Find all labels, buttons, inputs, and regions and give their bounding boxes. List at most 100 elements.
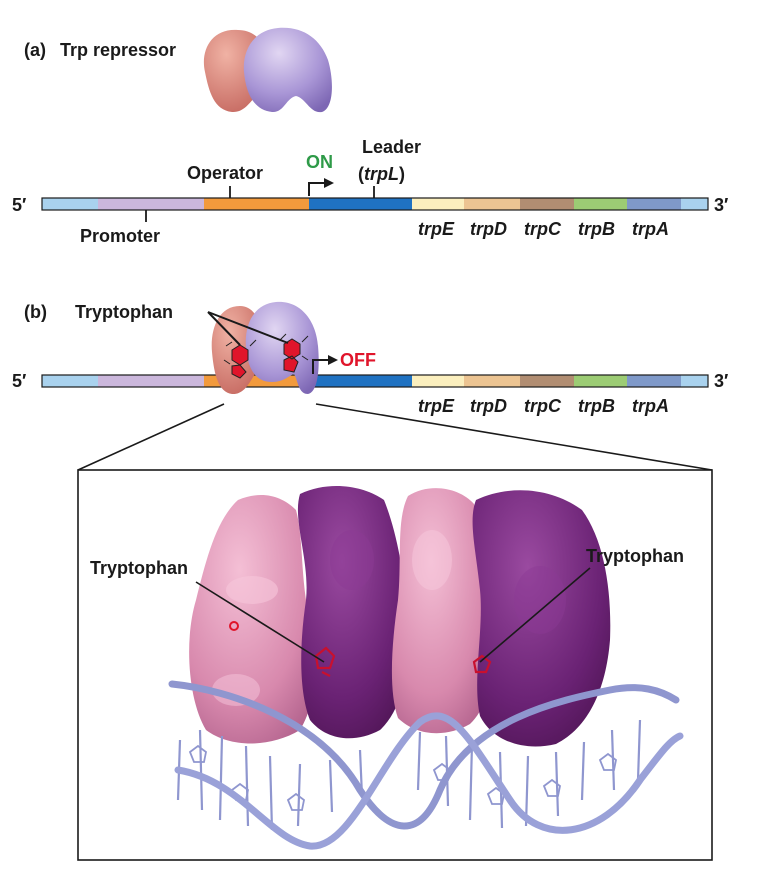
gene-label-trpD: trpD <box>470 219 507 239</box>
base-pair <box>268 755 274 831</box>
panel-a-letter: (a) <box>24 40 46 60</box>
base-pair <box>416 731 422 791</box>
tryptophan-pointer-1 <box>207 311 241 346</box>
gene-label-trpA: trpA <box>632 219 669 239</box>
gene-label-trpE-b: trpE <box>418 396 455 416</box>
bound-repressor-purple-lobe <box>245 301 319 394</box>
structure-tryptophan-label-right: Tryptophan <box>586 546 684 566</box>
segment-3-end <box>681 198 708 210</box>
tryptophan-label-b: Tryptophan <box>75 302 173 322</box>
segment-5-end-b <box>42 375 98 387</box>
structure-pointer-left <box>195 581 325 663</box>
leader-gene-name: trpL <box>364 164 399 184</box>
segment-trpB <box>574 198 627 210</box>
promoter-label: Promoter <box>80 226 160 246</box>
tryptophan-pointer-2 <box>207 311 289 344</box>
structure-panel: Tryptophan Tryptophan <box>77 469 713 861</box>
segment-trpA-b <box>627 375 681 387</box>
zoom-line-left <box>77 403 225 471</box>
base-pair <box>218 735 224 821</box>
dna-strand-back <box>168 680 680 830</box>
segment-leader-b <box>309 375 412 387</box>
gene-label-trpD-b: trpD <box>470 396 507 416</box>
protein-purple-domain-left <box>297 486 409 739</box>
gene-label-trpC: trpC <box>524 219 562 239</box>
dna-bar-a <box>41 197 709 211</box>
off-label: OFF <box>340 350 376 370</box>
tryptophan-left-icon <box>231 344 249 379</box>
bound-trp-repressor <box>211 301 319 395</box>
blocked-start-arrow <box>312 359 330 374</box>
segment-trpD-b <box>464 375 520 387</box>
five-prime-a: 5′ <box>12 195 26 215</box>
repressor-purple-lobe <box>243 27 332 113</box>
base-pair <box>580 741 586 801</box>
base-pair <box>328 759 334 813</box>
segment-operator <box>204 198 309 210</box>
panel-b-letter: (b) <box>24 302 47 322</box>
base-pair <box>468 743 474 821</box>
transcription-arrowhead <box>324 178 334 188</box>
five-prime-b: 5′ <box>12 371 26 391</box>
leader-gene-close-paren: ) <box>399 164 405 184</box>
base-pair <box>610 729 616 791</box>
segment-3-end-b <box>681 375 708 387</box>
protein-purple-domain-right <box>472 490 611 747</box>
base-pair <box>198 729 204 811</box>
gene-label-trpB-b: trpB <box>578 396 615 416</box>
trp-stick-small <box>229 621 239 631</box>
dna-bar-b <box>41 374 709 388</box>
tryptophan-molecules <box>223 333 309 379</box>
protein-surface-highlights <box>212 530 566 706</box>
base-ring <box>486 786 505 805</box>
segment-leader <box>309 198 412 210</box>
gene-label-trpC-b: trpC <box>524 396 562 416</box>
dna-bar-b-outline <box>41 374 709 388</box>
highlight-1 <box>226 576 278 604</box>
segment-trpB-b <box>574 375 627 387</box>
base-ring <box>188 744 207 763</box>
highlight-4 <box>514 566 566 634</box>
tryptophan-sidechain-icon <box>223 333 309 365</box>
segment-trpE-b <box>412 375 464 387</box>
segment-trpC <box>520 198 574 210</box>
operator-label: Operator <box>187 163 263 183</box>
gene-labels-a: trpE trpD trpC trpB trpA <box>418 219 669 239</box>
gene-labels-b: trpE trpD trpC trpB trpA <box>418 396 669 416</box>
segment-trpA <box>627 198 681 210</box>
base-ring <box>542 778 561 797</box>
structure-tryptophan-label-left: Tryptophan <box>90 558 188 578</box>
structure-pointer-right <box>479 567 591 663</box>
trp-repressor-shape <box>203 27 332 113</box>
panel-b: (b) Tryptophan 5′ 3′ <box>12 301 728 416</box>
gene-label-trpE: trpE <box>418 219 455 239</box>
dna-base-rings <box>188 744 617 811</box>
base-ring <box>598 752 617 771</box>
leader-gene-open-paren: ( <box>358 164 364 184</box>
gene-label-trpB: trpB <box>578 219 615 239</box>
segment-promoter-b <box>98 375 204 387</box>
dna-double-helix <box>168 680 684 850</box>
structure-tryptophan-sticks <box>229 621 492 677</box>
tryptophan-right-icon <box>283 338 301 373</box>
segment-trpC-b <box>520 375 574 387</box>
base-pair <box>296 763 302 827</box>
three-prime-b: 3′ <box>714 371 728 391</box>
on-label: ON <box>306 152 333 172</box>
dna-base-pairs <box>176 719 642 831</box>
base-ring <box>286 792 305 811</box>
trp-stick-right <box>472 654 492 674</box>
trp-stick-left <box>314 646 336 677</box>
base-pair <box>636 719 642 781</box>
highlight-3 <box>330 530 374 590</box>
segment-promoter <box>98 198 204 210</box>
leader-gene-label: (trpL) <box>358 164 405 184</box>
dna-strand-front <box>174 712 684 850</box>
segment-5-end <box>42 198 98 210</box>
blocked-arrowhead <box>328 355 338 365</box>
trp-repressor-label: Trp repressor <box>60 40 176 60</box>
three-prime-a: 3′ <box>714 195 728 215</box>
leader-label: Leader <box>362 137 421 157</box>
